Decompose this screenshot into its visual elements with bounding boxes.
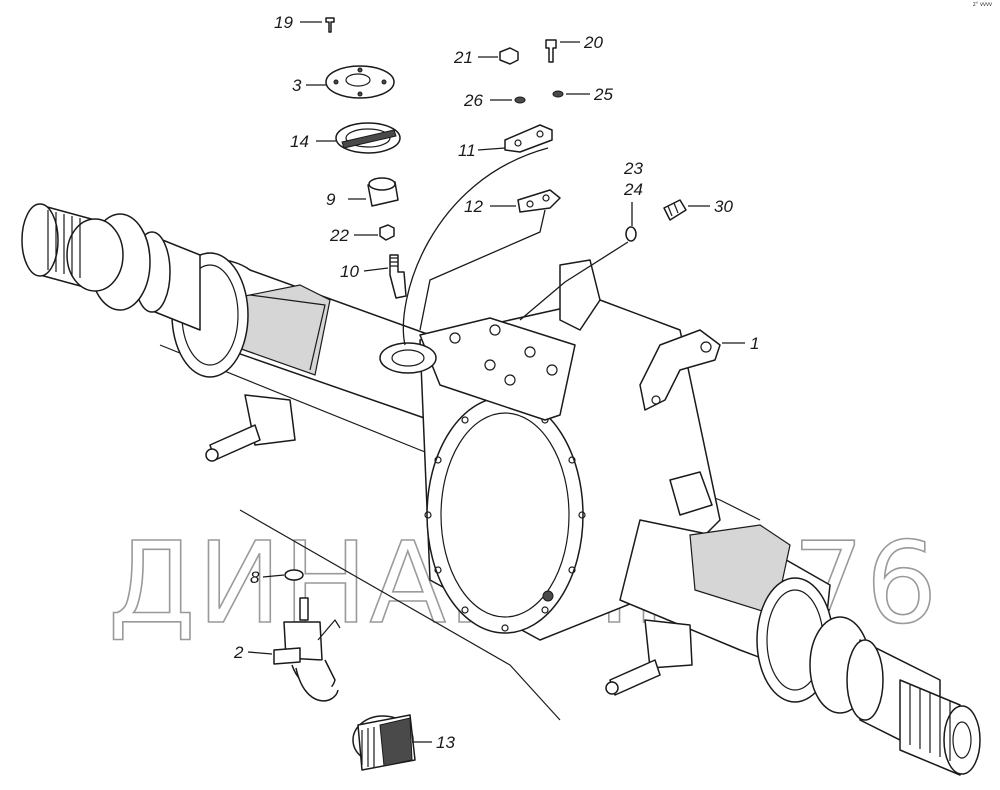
label-25: 25 (593, 85, 613, 104)
leader-lines (247, 21, 745, 743)
part-13-gear (352, 714, 416, 771)
banjo-bolt-holes (424, 398, 586, 632)
part-11-plate (504, 124, 553, 153)
label-13: 13 (436, 733, 455, 752)
label-12: 12 (464, 197, 483, 216)
label-2: 2 (233, 643, 244, 662)
part-26-washer (514, 96, 526, 104)
label-24: 24 (623, 180, 643, 199)
label-30: 30 (714, 197, 733, 216)
label-21: 21 (453, 48, 473, 67)
label-8: 8 (250, 568, 260, 587)
part-10-stud (389, 254, 407, 299)
part-labels: 19 20 21 3 26 25 14 11 23 24 9 12 30 22 … (233, 13, 759, 752)
part-19-screw (325, 17, 335, 33)
label-10: 10 (340, 262, 359, 281)
label-23: 23 (623, 159, 643, 178)
part-20-bolt (545, 39, 557, 63)
part-30-fitting (663, 199, 687, 221)
part-22-nut (379, 224, 395, 241)
label-1: 1 (750, 334, 759, 353)
part-2-valve-clamp (273, 597, 341, 702)
part-3-cover (325, 65, 395, 99)
label-20: 20 (583, 33, 603, 52)
label-3: 3 (292, 76, 302, 95)
label-11: 11 (458, 141, 476, 160)
part-8-ring (284, 569, 304, 581)
label-26: 26 (463, 91, 483, 110)
axle-housing (21, 203, 981, 776)
part-14-gasket (335, 122, 401, 154)
part-25-washer (552, 90, 564, 98)
label-14: 14 (290, 132, 309, 151)
part-12-gasket (517, 189, 561, 213)
label-22: 22 (329, 226, 349, 245)
part-9-bushing (367, 177, 399, 207)
label-19: 19 (274, 13, 293, 32)
corner-mark: z° vvvv (972, 2, 992, 8)
part-21-nut (499, 47, 519, 65)
part-23-24-ring (625, 226, 637, 242)
label-9: 9 (326, 190, 336, 209)
